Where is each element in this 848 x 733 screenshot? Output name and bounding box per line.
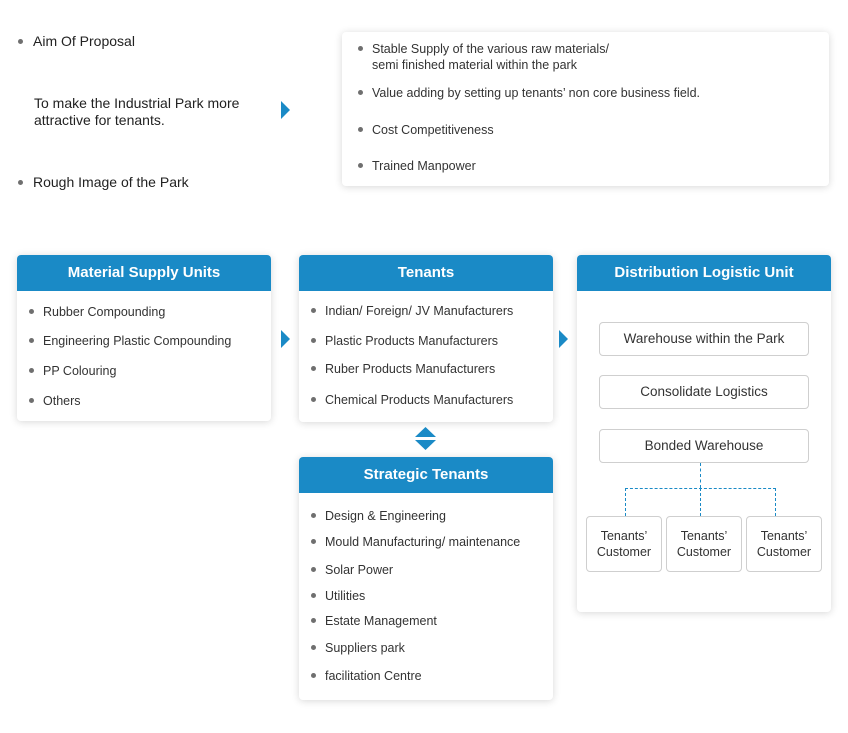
connector-line: [775, 488, 776, 516]
bonded-warehouse-box: Bonded Warehouse: [599, 429, 809, 463]
bullet-icon: [311, 366, 316, 371]
bullet-icon: [358, 46, 363, 51]
bullet-icon: [358, 163, 363, 168]
bullet-icon: [311, 567, 316, 572]
bullet-icon: [358, 90, 363, 95]
material-supply-panel: Material Supply Units Rubber Compounding…: [17, 255, 271, 421]
list-item-label: Suppliers park: [325, 641, 405, 655]
bullet-icon: [311, 618, 316, 623]
list-item: Rubber Compounding: [29, 304, 165, 320]
list-item: Utilities: [311, 588, 365, 604]
material-supply-title: Material Supply Units: [17, 255, 271, 291]
list-item-label: Utilities: [325, 589, 366, 603]
rough-image: Rough Image of the Park: [18, 174, 189, 190]
benefits-card: Stable Supply of the various raw materia…: [342, 32, 829, 186]
list-item-label: facilitation Centre: [325, 669, 422, 683]
list-item: Design & Engineering: [311, 508, 446, 524]
benefit-item: Trained Manpower: [358, 158, 476, 174]
bullet-icon: [29, 309, 34, 314]
list-item: Estate Management: [311, 613, 437, 629]
list-item-label: Engineering Plastic Compounding: [43, 334, 232, 348]
bullet-icon: [358, 127, 363, 132]
customer-box: Tenants’ Customer: [746, 516, 822, 572]
tenants-panel: Tenants Indian/ Foreign/ JV Manufacturer…: [299, 255, 553, 422]
bullet-icon: [311, 593, 316, 598]
benefit-text: Cost Competitiveness: [372, 123, 494, 137]
list-item-label: Ruber Products Manufacturers: [325, 362, 496, 376]
bullet-icon: [311, 645, 316, 650]
list-item-label: Estate Management: [325, 614, 437, 628]
list-item-label: PP Colouring: [43, 364, 117, 378]
benefit-item: Cost Competitiveness: [358, 122, 494, 138]
list-item-label: Rubber Compounding: [43, 305, 166, 319]
list-item-label: Design & Engineering: [325, 509, 446, 523]
connector-line: [700, 488, 701, 516]
connector-line: [700, 463, 701, 488]
arrow-right-icon: [559, 330, 568, 348]
list-item: Engineering Plastic Compounding: [29, 333, 231, 349]
distribution-panel: Distribution Logistic Unit Warehouse wit…: [577, 255, 831, 612]
aim-of-proposal: Aim Of Proposal: [18, 33, 135, 49]
benefit-item: Stable Supply of the various raw materia…: [358, 41, 609, 73]
list-item: Indian/ Foreign/ JV Manufacturers: [311, 303, 513, 319]
customer-label: Tenants’ Customer: [756, 529, 812, 559]
bullet-icon: [18, 39, 23, 44]
list-item: Chemical Products Manufacturers: [311, 392, 513, 408]
bullet-icon: [311, 513, 316, 518]
tenants-title: Tenants: [299, 255, 553, 291]
benefit-item: Value adding by setting up tenants’ non …: [358, 85, 700, 101]
bullet-icon: [311, 397, 316, 402]
list-item-label: Solar Power: [325, 563, 394, 577]
list-item-label: Indian/ Foreign/ JV Manufacturers: [325, 304, 514, 318]
strategic-tenants-title: Strategic Tenants: [299, 457, 553, 493]
strategic-tenants-panel: Strategic Tenants Design & Engineering M…: [299, 457, 553, 700]
customer-label: Tenants’ Customer: [596, 529, 652, 559]
bullet-icon: [311, 673, 316, 678]
rough-label: Rough Image of the Park: [33, 174, 189, 190]
benefit-text: Trained Manpower: [372, 159, 476, 173]
purpose-text: To make the Industrial Park more attract…: [34, 95, 240, 128]
bullet-icon: [311, 338, 316, 343]
bullet-icon: [311, 539, 316, 544]
list-item: Solar Power: [311, 562, 393, 578]
customer-box: Tenants’ Customer: [586, 516, 662, 572]
logistics-box: Consolidate Logistics: [599, 375, 809, 409]
list-item: facilitation Centre: [311, 668, 422, 684]
up-down-arrow-icon: [415, 427, 436, 450]
arrow-right-icon: [281, 330, 290, 348]
list-item: PP Colouring: [29, 363, 116, 379]
bullet-icon: [29, 338, 34, 343]
bullet-icon: [18, 180, 23, 185]
list-item: Suppliers park: [311, 640, 405, 656]
list-item: Others: [29, 393, 81, 409]
list-item-label: Chemical Products Manufacturers: [325, 393, 514, 407]
customer-box: Tenants’ Customer: [666, 516, 742, 572]
aim-label: Aim Of Proposal: [33, 33, 135, 49]
list-item-label: Mould Manufacturing/ maintenance: [325, 535, 521, 549]
bullet-icon: [29, 368, 34, 373]
bullet-icon: [29, 398, 34, 403]
customer-label: Tenants’ Customer: [676, 529, 732, 559]
benefit-text: Value adding by setting up tenants’ non …: [372, 86, 700, 100]
warehouse-box: Warehouse within the Park: [599, 322, 809, 356]
distribution-title: Distribution Logistic Unit: [577, 255, 831, 291]
list-item: Ruber Products Manufacturers: [311, 361, 495, 377]
list-item-label: Plastic Products Manufacturers: [325, 334, 498, 348]
connector-line: [625, 488, 626, 516]
list-item: Mould Manufacturing/ maintenance: [311, 534, 520, 550]
bullet-icon: [311, 308, 316, 313]
list-item-label: Others: [43, 394, 81, 408]
arrow-right-icon: [281, 101, 290, 119]
benefit-text: Stable Supply of the various raw materia…: [372, 42, 609, 72]
list-item: Plastic Products Manufacturers: [311, 333, 498, 349]
